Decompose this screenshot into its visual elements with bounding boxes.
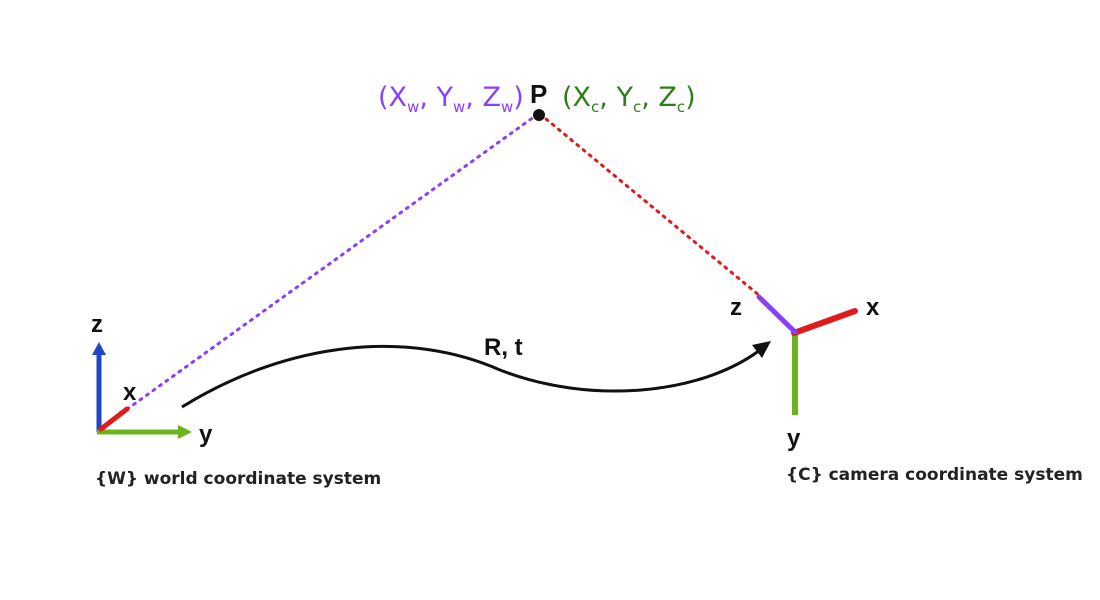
camera-coords-close: ) (685, 82, 696, 113)
world-frame-caption: {W} world coordinate system (95, 469, 381, 489)
camera-coords-x: X (573, 82, 592, 113)
world-z-arrowhead (92, 342, 106, 355)
world-y-arrowhead (178, 425, 192, 439)
camera-coords-y-sub: c (633, 98, 641, 116)
camera-z-label: z (730, 294, 742, 321)
point-p-label: P (530, 79, 547, 109)
camera-coords-label: (Xc, Yc, Zc) (562, 82, 696, 116)
transform-arrow (181, 344, 761, 409)
world-coords-label: (Xw, Yw, Zw) (378, 82, 524, 116)
world-ray (124, 112, 540, 412)
world-coords-x: X (389, 82, 408, 113)
world-coords-close: ) (513, 82, 524, 113)
point-p-marker (533, 109, 545, 121)
camera-coords-y: Y (615, 82, 633, 113)
world-z-label: z (91, 311, 103, 338)
camera-coords-open: ( (562, 82, 573, 113)
camera-frame-caption: {C} camera coordinate system (786, 465, 1083, 485)
world-coords-x-sub: w (407, 98, 419, 116)
camera-frame: z x y {C} camera coordinate system (730, 294, 1083, 485)
transform-arrowhead (752, 341, 771, 358)
world-x-label: x (123, 379, 137, 406)
camera-x-axis (791, 308, 858, 336)
camera-y-label: y (787, 425, 801, 452)
world-coords-open: ( (378, 82, 389, 113)
camera-ray (538, 112, 762, 298)
camera-coords-x-sub: c (591, 98, 599, 116)
camera-coords-z-sub: c (677, 98, 685, 116)
world-coords-z: Z (482, 82, 501, 113)
world-frame: z x y {W} world coordinate system (91, 311, 381, 489)
world-coords-y-sub: w (453, 98, 465, 116)
world-x-axis (98, 406, 130, 432)
world-y-label: y (199, 421, 213, 448)
camera-coords-z: Z (658, 82, 677, 113)
world-coords-y: Y (436, 82, 454, 113)
world-coords-z-sub: w (501, 98, 513, 116)
camera-x-label: x (866, 294, 880, 321)
transform-label: R, t (484, 334, 523, 361)
camera-z-axis (756, 294, 798, 335)
